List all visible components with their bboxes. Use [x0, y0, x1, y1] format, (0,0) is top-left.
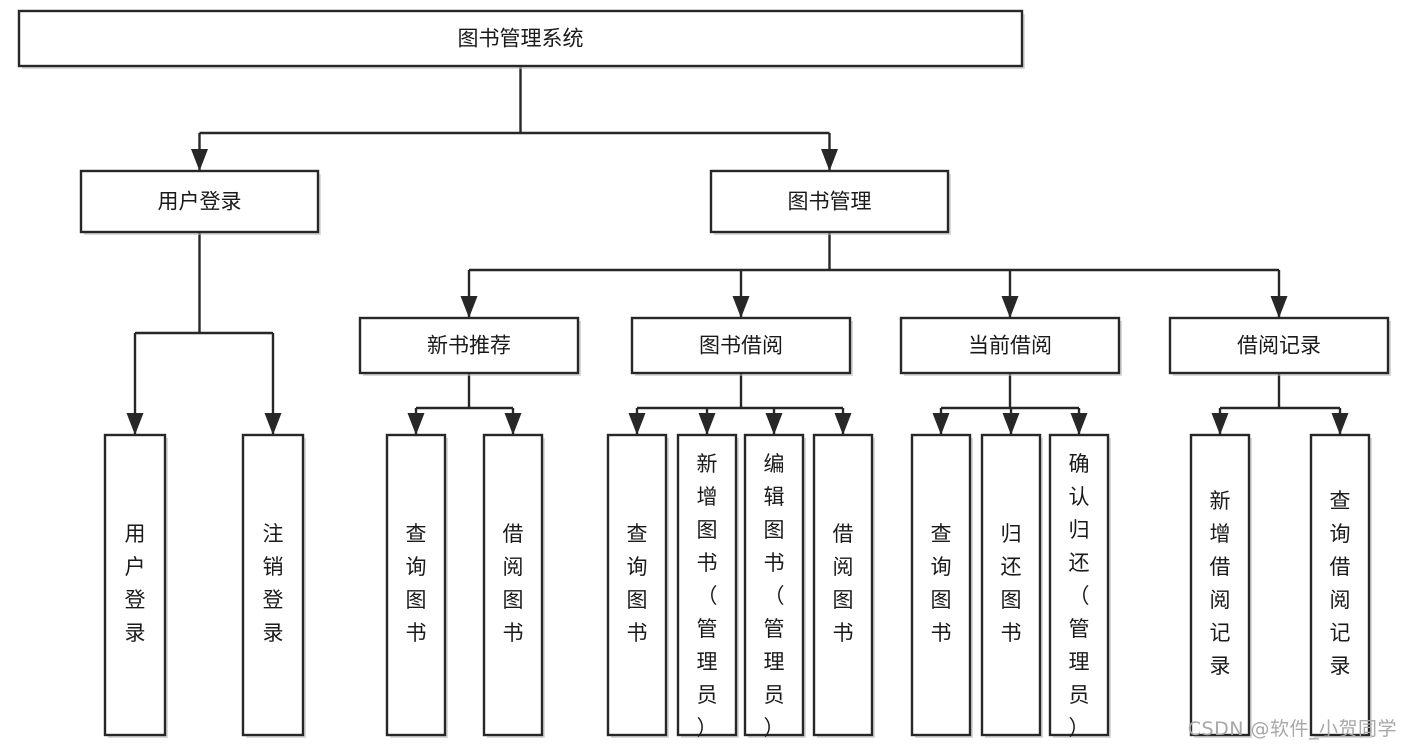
node-rect[interactable]	[385, 433, 447, 737]
arrow-head-icon	[1270, 296, 1288, 318]
arrow-head-icon	[460, 296, 478, 318]
node-label: 图书借阅	[699, 334, 783, 358]
node-图书管理[interactable]: 图书管理	[709, 169, 951, 235]
arrow-head-icon	[698, 413, 716, 435]
node-用户登录[interactable]: 用户登录	[103, 433, 168, 738]
node-图书借阅[interactable]: 图书借阅	[630, 316, 853, 376]
arrow-head-icon	[1331, 413, 1349, 435]
node-rect[interactable]	[606, 433, 668, 737]
node-新书推荐[interactable]: 新书推荐	[358, 316, 581, 376]
node-label: 查询图书	[406, 522, 427, 645]
node-编辑图书管理员[interactable]: 编辑图书（管理员）	[743, 433, 806, 740]
node-label: 查询图书	[627, 522, 648, 645]
node-归还图书[interactable]: 归还图书	[980, 433, 1043, 738]
arrow-head-icon	[821, 149, 838, 171]
node-label: 图书管理系统	[458, 27, 584, 51]
node-label: 确认归还（管理员）	[1069, 452, 1090, 740]
node-label: 图书管理	[788, 190, 872, 214]
nodes-layer: 图书管理系统用户登录用户登录注销登录图书管理新书推荐查询图书借阅图书图书借阅查询…	[17, 9, 1391, 740]
node-rect[interactable]	[630, 316, 852, 375]
node-rect[interactable]	[676, 433, 738, 737]
arrow-head-icon	[834, 413, 852, 435]
node-rect[interactable]	[743, 433, 805, 737]
node-label: 新增图书（管理员）	[697, 452, 718, 740]
arrow-head-icon	[732, 296, 750, 318]
node-新增借阅记录[interactable]: 新增借阅记录	[1189, 433, 1252, 738]
arrow-head-icon	[1001, 296, 1019, 318]
arrow-head-icon	[765, 413, 783, 435]
arrow-head-icon	[407, 413, 425, 435]
node-label: 借阅记录	[1237, 334, 1321, 358]
arrow-head-icon	[191, 149, 208, 171]
node-label: 新增借阅记录	[1210, 489, 1231, 678]
node-label: 查询图书	[931, 522, 952, 645]
node-当前借阅[interactable]: 当前借阅	[899, 316, 1122, 376]
node-rect[interactable]	[1048, 433, 1110, 737]
node-rect[interactable]	[103, 433, 167, 737]
node-rect[interactable]	[241, 433, 305, 737]
node-rect[interactable]	[1168, 316, 1390, 375]
arrow-head-icon	[628, 413, 646, 435]
node-新增图书管理员[interactable]: 新增图书（管理员）	[676, 433, 739, 740]
node-rect[interactable]	[899, 316, 1121, 375]
node-图书管理系统[interactable]: 图书管理系统	[17, 9, 1025, 69]
node-rect[interactable]	[482, 433, 544, 737]
node-查询图书[interactable]: 查询图书	[385, 433, 448, 738]
node-rect[interactable]	[358, 316, 580, 375]
node-label: 编辑图书（管理员）	[764, 452, 785, 740]
node-label: 当前借阅	[968, 334, 1052, 358]
node-rect[interactable]	[980, 433, 1042, 737]
node-label: 注销登录	[263, 522, 284, 645]
node-查询图书[interactable]: 查询图书	[910, 433, 973, 738]
node-label: 用户登录	[158, 190, 242, 214]
arrow-head-icon	[504, 413, 522, 435]
node-查询借阅记录[interactable]: 查询借阅记录	[1309, 433, 1372, 738]
arrow-head-icon	[264, 413, 282, 435]
node-借阅记录[interactable]: 借阅记录	[1168, 316, 1391, 376]
node-rect[interactable]	[1189, 433, 1251, 737]
node-rect[interactable]	[709, 169, 950, 234]
arrow-head-icon	[1070, 413, 1088, 435]
node-label: 新书推荐	[427, 334, 511, 358]
node-label: 借阅图书	[833, 522, 854, 645]
watermark-label: CSDN @软件_小贺同学	[1187, 718, 1397, 740]
node-rect[interactable]	[17, 9, 1024, 68]
node-用户登录[interactable]: 用户登录	[79, 169, 321, 235]
edges-layer	[126, 66, 1349, 435]
node-label: 用户登录	[125, 522, 146, 645]
node-注销登录[interactable]: 注销登录	[241, 433, 306, 738]
node-rect[interactable]	[812, 433, 874, 737]
node-确认归还管理员[interactable]: 确认归还（管理员）	[1048, 433, 1111, 740]
arrow-head-icon	[1002, 413, 1020, 435]
node-借阅图书[interactable]: 借阅图书	[482, 433, 545, 738]
node-label: 查询借阅记录	[1330, 489, 1351, 678]
node-查询图书[interactable]: 查询图书	[606, 433, 669, 738]
node-借阅图书[interactable]: 借阅图书	[812, 433, 875, 738]
node-rect[interactable]	[910, 433, 972, 737]
arrow-head-icon	[126, 413, 144, 435]
arrow-head-icon	[932, 413, 950, 435]
node-label: 借阅图书	[503, 522, 524, 645]
node-rect[interactable]	[79, 169, 320, 234]
arrow-head-icon	[1211, 413, 1229, 435]
node-label: 归还图书	[1001, 522, 1022, 645]
node-rect[interactable]	[1309, 433, 1371, 737]
